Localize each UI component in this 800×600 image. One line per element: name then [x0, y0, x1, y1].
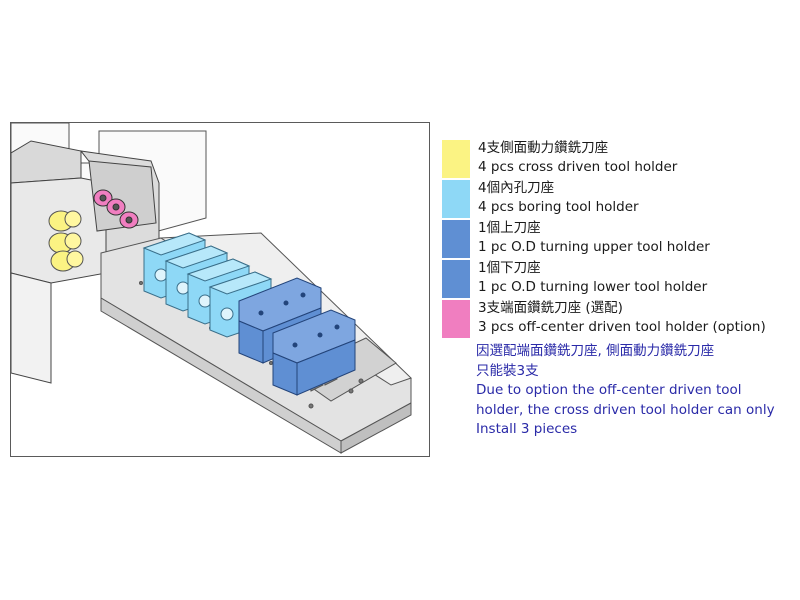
legend-item-od-lower: 1個下刀座 1 pc O.D turning lower tool holder [440, 258, 795, 298]
swatch-yellow [442, 140, 470, 178]
legend-item-od-upper: 1個上刀座 1 pc O.D turning upper tool holder [440, 218, 795, 258]
legend-item-off-center: 3支端面鑽銑刀座 (選配) 3 pcs off-center driven to… [440, 298, 795, 338]
note-en-line2: holder, the cross driven tool holder can… [476, 401, 775, 418]
note-zh-line1: 因選配端面鑽銑刀座, 側面動力鑽銑刀座 [476, 343, 715, 359]
boring-tool-holders [142, 232, 273, 338]
od-turning-tool-holders [238, 277, 356, 396]
legend-item-cross-driven: 4支側面動力鑽銑刀座 4 pcs cross driven tool holde… [440, 138, 795, 178]
legend-label-zh: 1個上刀座 [478, 220, 541, 236]
swatch-light-blue [442, 180, 470, 218]
swatch-blue-lower [442, 260, 470, 298]
off-center-driven-tool-holders [93, 189, 139, 229]
note-en-line3: Install 3 pieces [476, 421, 578, 438]
cross-driven-tool-holders [48, 210, 84, 272]
legend-label-en: 4 pcs cross driven tool holder [478, 159, 678, 175]
legend-label-en: 1 pc O.D turning lower tool holder [478, 279, 708, 295]
swatch-blue-upper [442, 220, 470, 258]
option-note: 因選配端面鑽銑刀座, 側面動力鑽銑刀座 只能裝3支 Due to option … [476, 342, 775, 440]
legend-label-en: 4 pcs boring tool holder [478, 199, 639, 215]
legend-label-zh: 4個內孔刀座 [478, 180, 555, 196]
machine-illustration [10, 122, 430, 457]
legend-label-en: 3 pcs off-center driven tool holder (opt… [478, 319, 766, 335]
legend-label-zh: 4支側面動力鑽銑刀座 [478, 140, 609, 156]
note-zh-line2: 只能裝3支 [476, 362, 539, 379]
legend-label-zh: 1個下刀座 [478, 260, 541, 276]
swatch-pink [442, 300, 470, 338]
legend: 4支側面動力鑽銑刀座 4 pcs cross driven tool holde… [440, 138, 795, 338]
turret-housing [11, 140, 160, 384]
legend-label-en: 1 pc O.D turning upper tool holder [478, 239, 710, 255]
legend-label-zh: 3支端面鑽銑刀座 (選配) [478, 300, 623, 316]
legend-item-boring: 4個內孔刀座 4 pcs boring tool holder [440, 178, 795, 218]
note-en-line1: Due to option the off-center driven tool [476, 382, 742, 399]
